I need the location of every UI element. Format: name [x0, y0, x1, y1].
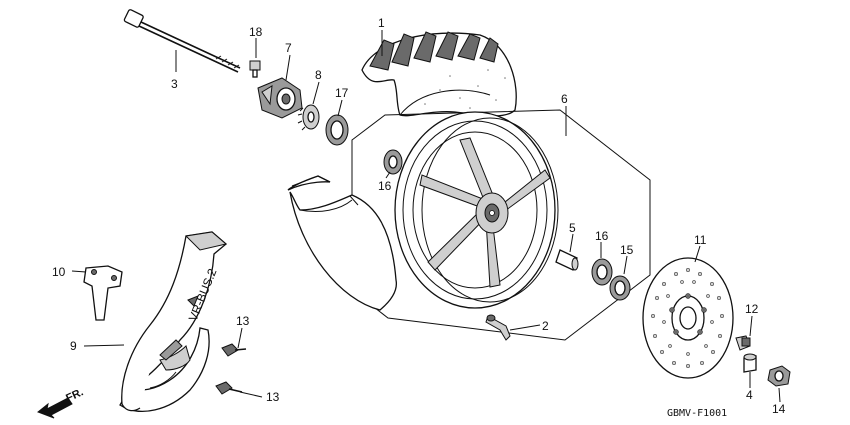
direction-label: FR.: [64, 386, 85, 404]
axle-spacer: [743, 353, 757, 373]
callout-13-upper: 13: [236, 314, 250, 328]
callout-1: 1: [378, 16, 385, 30]
front-fork-cover: [119, 231, 228, 412]
valve-stem: [485, 314, 511, 341]
callout-16-right: 16: [595, 229, 609, 243]
bearing-left: [383, 149, 403, 175]
disc-bolt: [735, 335, 751, 351]
callout-18: 18: [249, 25, 263, 39]
callout-17: 17: [335, 86, 349, 100]
bolt-13-upper: [221, 343, 247, 357]
dust-seal: [325, 114, 349, 146]
wheel-rim: [394, 111, 559, 309]
bearing-right: [591, 258, 613, 286]
dust-seal-right: [609, 275, 631, 301]
diagram-code: GBMV-F1001: [667, 408, 727, 419]
distance-collar: [555, 249, 579, 271]
callout-11: 11: [694, 233, 707, 247]
callout-2: 2: [542, 319, 549, 333]
callout-14: 14: [772, 402, 786, 416]
front-fender: [287, 175, 398, 311]
axle-nut: [767, 365, 791, 387]
callout-12: 12: [745, 302, 759, 316]
screw-18: [249, 60, 261, 78]
tire: [361, 31, 517, 117]
axle-bolt: [123, 9, 241, 73]
callout-9: 9: [70, 339, 77, 353]
callout-13-lower: 13: [266, 390, 280, 404]
speedometer-gearbox: [257, 77, 303, 119]
callout-5: 5: [569, 221, 576, 235]
callout-16-left: 16: [378, 179, 392, 193]
cable-bracket: [83, 265, 123, 321]
callout-15: 15: [620, 243, 634, 257]
callout-6: 6: [561, 92, 568, 106]
callout-4: 4: [746, 388, 753, 402]
gear-retainer: [297, 104, 320, 131]
callout-7: 7: [285, 41, 292, 55]
front-direction-arrow-icon: [37, 397, 73, 419]
callout-8: 8: [315, 68, 322, 82]
brake-disc: [642, 257, 734, 379]
callout-3: 3: [171, 77, 178, 91]
callout-10: 10: [52, 265, 66, 279]
bolt-13-lower: [215, 381, 243, 395]
leader-lines: [71, 30, 781, 403]
